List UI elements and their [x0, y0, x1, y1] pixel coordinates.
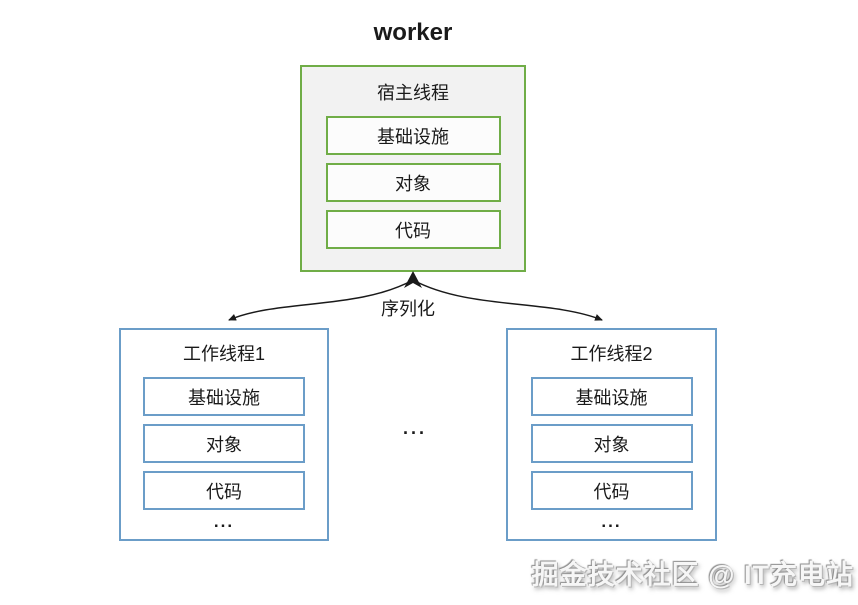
host-thread-label: 宿主线程 [377, 83, 449, 103]
worker-thread-1-items: 基础设施 对象 代码 [121, 377, 327, 510]
worker1-item-code: 代码 [143, 471, 305, 510]
diagram-title: worker [373, 19, 453, 46]
worker2-item-object: 对象 [530, 424, 693, 463]
arrowhead-up-icon [404, 271, 422, 288]
worker-thread-1-label: 工作线程1 [182, 344, 265, 364]
more-workers-ellipsis: ... [402, 418, 427, 438]
host-item-infrastructure: 基础设施 [325, 116, 501, 155]
worker1-more-ellipsis: ... [213, 512, 235, 531]
worker-thread-2-items: 基础设施 对象 代码 [508, 377, 715, 510]
host-item-object: 对象 [325, 163, 501, 202]
host-item-code: 代码 [325, 210, 501, 249]
worker2-item-infrastructure: 基础设施 [530, 377, 693, 416]
worker-thread-1-box: 工作线程1 基础设施 对象 代码 ... [119, 328, 329, 541]
worker2-item-code: 代码 [530, 471, 693, 510]
host-thread-box: 宿主线程 基础设施 对象 代码 [300, 65, 526, 272]
worker-thread-2-box: 工作线程2 基础设施 对象 代码 ... [506, 328, 717, 541]
worker2-more-ellipsis: ... [601, 512, 622, 531]
worker1-item-infrastructure: 基础设施 [143, 377, 305, 416]
host-thread-items: 基础设施 对象 代码 [302, 116, 524, 249]
worker1-item-object: 对象 [143, 424, 305, 463]
worker-thread-2-label: 工作线程2 [570, 344, 653, 364]
watermark-text: 掘金技术社区 @ IT充电站 [531, 560, 854, 590]
serialization-label: 序列化 [381, 299, 435, 319]
